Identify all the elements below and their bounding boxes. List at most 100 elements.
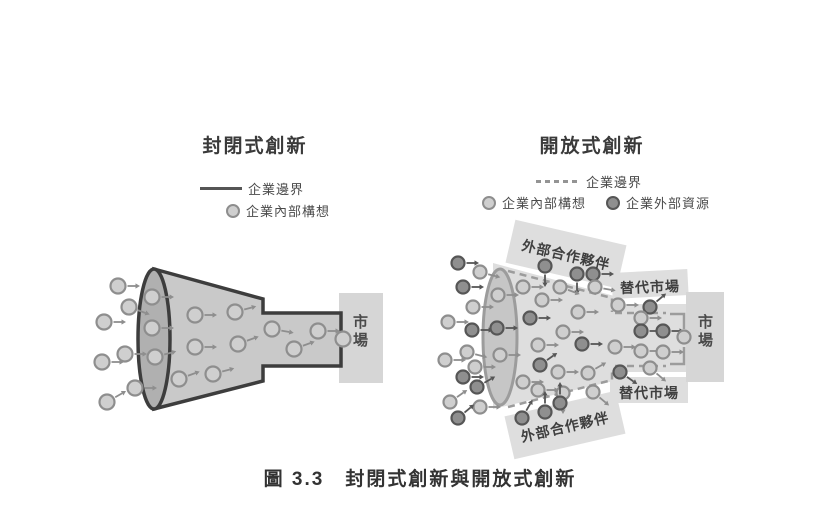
- internal-idea-node: [633, 310, 649, 326]
- external-resource-node: [450, 255, 466, 271]
- internal-idea-node: [587, 279, 603, 295]
- flow-arrowhead: [554, 342, 559, 348]
- flow-arrowhead: [603, 400, 610, 406]
- flow-arrow: [114, 392, 123, 399]
- open-alt-market-box-bottom: [610, 377, 688, 403]
- external-resource-node: [455, 279, 471, 295]
- flow-arrow: [187, 372, 196, 377]
- internal-idea-node: [570, 304, 586, 320]
- flow-arrowhead: [251, 304, 257, 310]
- internal-idea-node: [607, 339, 623, 355]
- flow-arrowhead: [120, 390, 127, 396]
- internal-idea-node: [120, 298, 138, 316]
- flow-arrowhead: [335, 328, 340, 334]
- external-resource-node: [655, 323, 671, 339]
- external-resource-node: [537, 404, 553, 420]
- flow-arrow: [655, 295, 664, 303]
- internal-idea-node: [467, 359, 483, 375]
- external-resource-node: [537, 258, 553, 274]
- flow-arrowhead: [144, 310, 150, 316]
- flow-arrowhead: [171, 349, 177, 355]
- external-resource-node: [574, 336, 590, 352]
- flow-arrowhead: [489, 376, 496, 382]
- open-partner-strip-bottom: [504, 390, 626, 460]
- internal-idea-node: [515, 374, 531, 390]
- external-resource-node: [522, 310, 538, 326]
- flow-arrowhead: [253, 335, 259, 341]
- open-market-label: 市場: [696, 314, 713, 350]
- internal-idea-node: [655, 344, 671, 360]
- flow-arrowhead: [552, 352, 558, 358]
- internal-idea-node: [534, 292, 550, 308]
- flow-arrowhead: [527, 399, 533, 406]
- closed-legend-idea: 企業內部構想: [226, 201, 330, 220]
- open-idea-label: 企業內部構想: [502, 196, 587, 211]
- closed-idea-label: 企業內部構想: [246, 204, 331, 219]
- external-resource-node: [450, 410, 466, 426]
- internal-idea-node: [229, 335, 247, 353]
- flow-arrowhead: [495, 273, 501, 279]
- flow-arrowhead: [557, 382, 563, 387]
- open-nodes: [437, 255, 692, 426]
- internal-idea-node: [442, 394, 458, 410]
- internal-idea-icon: [226, 203, 240, 218]
- flow-arrowhead: [212, 312, 217, 318]
- flow-arrowhead: [461, 357, 466, 363]
- flow-arrowhead: [464, 319, 469, 325]
- flow-arrowhead: [609, 271, 614, 277]
- flow-arrowhead: [152, 385, 157, 391]
- external-resource-node: [514, 410, 530, 426]
- flow-arrowhead: [194, 370, 200, 376]
- flow-arrow: [456, 391, 465, 398]
- flow-arrowhead: [489, 304, 494, 310]
- internal-idea-node: [530, 382, 546, 398]
- flow-arrowhead: [631, 344, 636, 350]
- external-resource-node: [489, 320, 505, 336]
- flow-arrow: [594, 363, 603, 370]
- flow-arrowhead: [169, 294, 174, 300]
- external-resource-node: [532, 357, 548, 373]
- flow-arrowhead: [212, 344, 217, 350]
- external-resource-node: [552, 395, 568, 411]
- external-resource-node: [455, 369, 471, 385]
- internal-idea-node: [530, 337, 546, 353]
- closed-legend-boundary: 企業邊界: [200, 179, 304, 198]
- internal-idea-node: [143, 288, 161, 306]
- internal-idea-node: [186, 338, 204, 356]
- figure-caption: 圖 3.3 封閉式創新與開放式創新: [263, 469, 577, 490]
- flow-arrow: [487, 273, 497, 278]
- flow-arrowhead: [169, 325, 174, 331]
- flow-arrowhead: [496, 404, 501, 410]
- flow-arrow: [546, 354, 555, 361]
- flow-arrowhead: [657, 315, 662, 321]
- dashed-boundary-line-icon: [536, 180, 580, 183]
- flow-arrowhead: [600, 362, 607, 368]
- flow-arrowhead: [309, 340, 315, 346]
- flow-arrowhead: [634, 302, 639, 308]
- flow-arrowhead: [542, 282, 548, 287]
- flow-arrow: [163, 351, 173, 356]
- flow-arrow: [246, 337, 255, 342]
- internal-idea-node: [95, 313, 113, 331]
- internal-idea-node: [552, 279, 568, 295]
- internal-idea-node: [186, 306, 204, 324]
- flow-arrowhead: [660, 376, 667, 382]
- flow-arrowhead: [574, 369, 579, 375]
- internal-idea-node: [285, 340, 303, 358]
- external-resource-node: [633, 323, 649, 339]
- open-legend-items: 企業內部構想 企業外部資源: [482, 193, 710, 212]
- open-market-box: [686, 292, 724, 382]
- alt-market-label-top: 替代市場: [619, 277, 681, 297]
- internal-idea-icon: [482, 195, 496, 210]
- flow-arrow: [474, 353, 484, 358]
- open-innovation-title: 開放式創新: [539, 136, 645, 157]
- internal-idea-node: [550, 364, 566, 380]
- flow-arrowhead: [468, 404, 475, 410]
- flow-arrowhead: [542, 391, 548, 396]
- flow-arrowhead: [546, 315, 551, 321]
- flow-arrowhead: [135, 283, 140, 289]
- flow-arrowhead: [574, 290, 580, 296]
- internal-idea-node: [610, 297, 626, 313]
- internal-idea-node: [146, 348, 164, 366]
